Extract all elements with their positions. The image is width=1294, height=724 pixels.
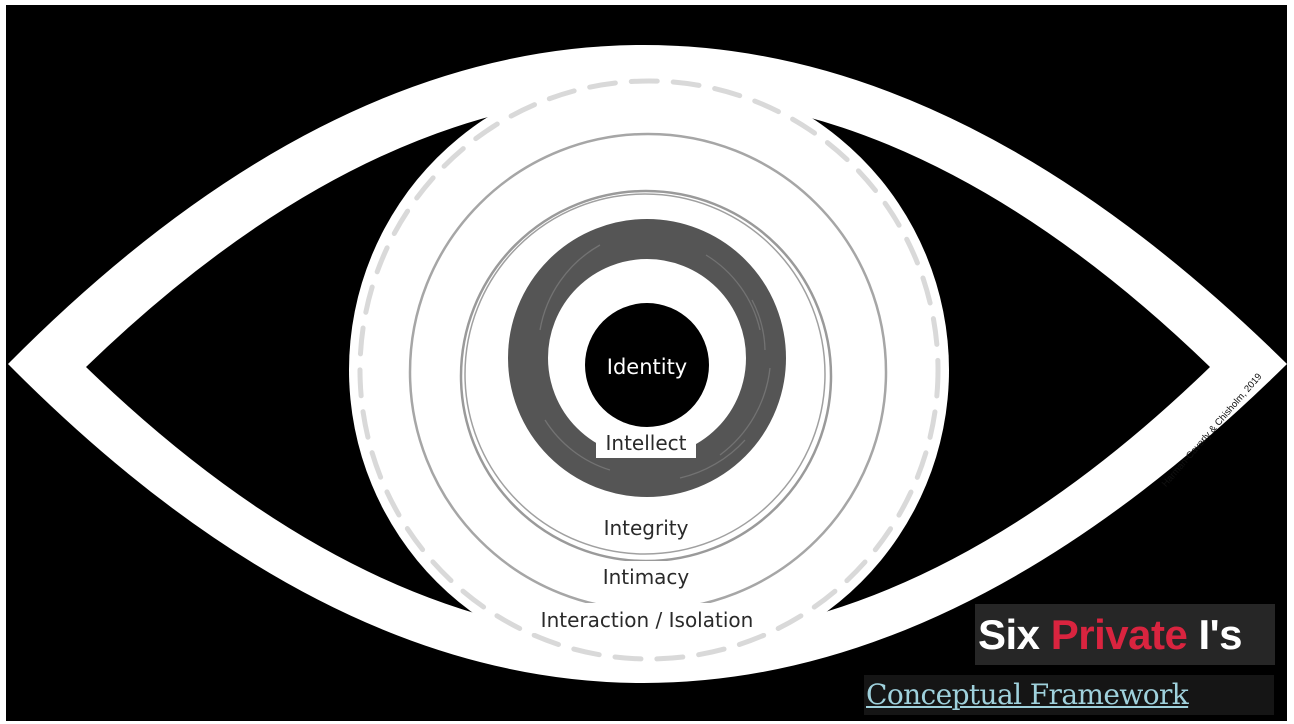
title-banner: Six Private I's (975, 604, 1275, 665)
title-is: I's (1198, 611, 1242, 658)
title-private: Private (1051, 611, 1188, 658)
interaction-isolation-label: Interaction / Isolation (541, 608, 754, 632)
identity-label: Identity (607, 355, 687, 379)
intimacy-label: Intimacy (603, 565, 690, 589)
title-six: Six (978, 611, 1040, 658)
conceptual-framework-link[interactable]: Conceptual Framework (864, 675, 1274, 715)
intellect-label: Intellect (606, 431, 687, 455)
integrity-label: Integrity (604, 516, 689, 540)
